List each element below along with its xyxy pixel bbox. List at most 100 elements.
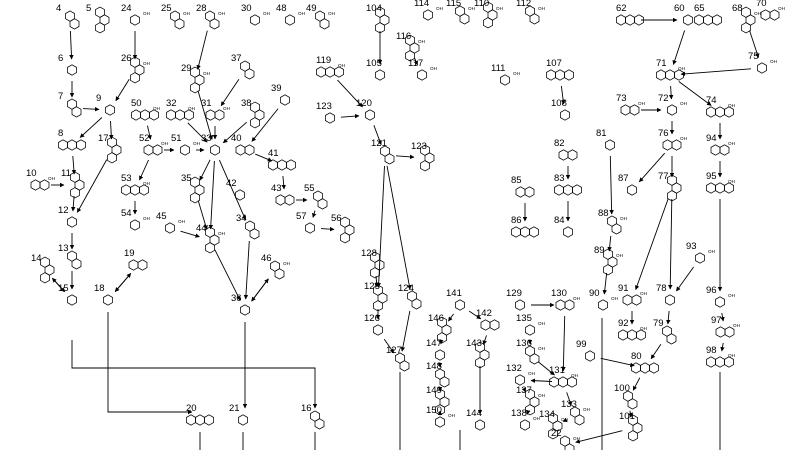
- hydroxyl-label-92: OH: [640, 326, 647, 331]
- ring-84-0: [563, 226, 573, 238]
- compound-number-17: 17: [98, 133, 109, 144]
- reaction-arrow-50-to-52: [147, 125, 152, 140]
- ring-107-1: [555, 69, 565, 81]
- compound-17: 17: [98, 133, 122, 164]
- reaction-arrow-131-to-132: [530, 378, 553, 383]
- compound-number-92: 92: [618, 318, 629, 329]
- ring-76-1: [671, 139, 682, 151]
- hydroxyl-label-29: OH: [203, 71, 210, 76]
- reaction-arrow-9-to-8: [79, 117, 103, 138]
- ring-123-0: [325, 112, 335, 124]
- ring-70-0: [760, 9, 771, 21]
- compound-number-77: 77: [658, 171, 669, 182]
- compound-number-129: 129: [506, 288, 522, 299]
- compound-number-22: 22: [551, 428, 562, 439]
- ring-75-0: [757, 62, 767, 74]
- compound-number-5: 5: [86, 3, 91, 14]
- compound-79: 79: [653, 318, 677, 345]
- compound-number-51: 51: [171, 133, 182, 144]
- ring-134-2: [548, 428, 558, 440]
- reaction-arrow-141-to-142: [468, 310, 482, 320]
- reaction-arrow-17-to-12: [76, 159, 108, 213]
- compound-number-128: 128: [361, 248, 377, 259]
- compound-123b: 123: [411, 141, 435, 172]
- compound-number-54: 54: [121, 208, 132, 219]
- compound-number-38: 38: [241, 98, 252, 109]
- ring-32-1: [175, 109, 185, 121]
- ring-65-0: [694, 14, 704, 26]
- compound-129: 129: [506, 288, 525, 311]
- hydroxyl-label-52: OH: [161, 141, 168, 146]
- reaction-arrow-136-to-131: [538, 361, 555, 376]
- ring-41-1: [277, 159, 287, 171]
- compound-7: 7: [58, 91, 82, 118]
- ring-87-0: [627, 184, 637, 196]
- compound-number-11: 11: [61, 168, 71, 179]
- compound-15: 15: [58, 283, 77, 306]
- compound-39: 39: [271, 83, 290, 106]
- compound-number-86: 86: [511, 215, 522, 226]
- reaction-arrow-34-to-36: [243, 240, 250, 300]
- ring-65-2: [712, 14, 722, 26]
- ring-50-2: [149, 109, 159, 121]
- hydroxyl-label-24: OH: [143, 11, 150, 16]
- ring-24-0: [130, 14, 140, 26]
- ring-119-1: [325, 66, 335, 78]
- compound-number-49: 49: [306, 3, 317, 14]
- compound-number-121: 121: [371, 138, 387, 149]
- ring-93-0: [695, 252, 705, 264]
- compound-number-104: 104: [366, 3, 382, 14]
- compound-number-44: 44: [196, 223, 207, 234]
- compound-12: 12: [58, 205, 77, 228]
- ring-71-2: [674, 69, 684, 81]
- reaction-arrow-89-to-90: [602, 272, 608, 295]
- compound-number-105: 105: [366, 58, 382, 69]
- hydroxyl-label-30: OH: [263, 11, 270, 16]
- compound-6: 6: [58, 53, 77, 76]
- ring-74-0: [706, 106, 716, 118]
- compound-number-85: 85: [511, 175, 522, 186]
- ring-35-2: [190, 192, 200, 204]
- ring-60-0: [683, 14, 693, 26]
- compound-number-79: 79: [653, 318, 664, 329]
- compound-148: 148: [426, 361, 450, 388]
- reaction-arrow-88-to-89: [607, 235, 612, 252]
- ring-107-2: [564, 69, 574, 81]
- reaction-arrow-141-to-146: [448, 313, 454, 322]
- compound-80: 80: [631, 351, 659, 374]
- reaction-arrow-124-to-127: [400, 310, 411, 352]
- reaction-arrow-4-to-6: [69, 30, 74, 60]
- compound-number-53: 53: [121, 173, 132, 184]
- compound-number-32: 32: [166, 98, 177, 109]
- compound-number-148: 148: [426, 361, 442, 372]
- compound-number-62: 62: [616, 3, 627, 14]
- hydroxyl-label-112: OH: [538, 6, 545, 11]
- ring-86-0: [511, 226, 521, 238]
- compound-149: 149: [426, 385, 450, 416]
- hydroxyl-label-134: OH: [561, 417, 568, 422]
- reaction-arrow-35-to-44: [197, 200, 208, 230]
- hydroxyl-label-116: OH: [418, 39, 425, 44]
- compound-43: 43: [271, 183, 295, 206]
- ring-129-0: [515, 299, 525, 311]
- ring-123b-2: [420, 160, 430, 172]
- reaction-arrow-99-to-80: [600, 357, 635, 368]
- compound-78: 78: [656, 283, 675, 306]
- reaction-arrow-26-to-9: [115, 79, 130, 102]
- ring-146-2: [437, 332, 447, 344]
- compound-number-31: 31: [201, 98, 212, 109]
- compound-143: 143: [466, 338, 490, 369]
